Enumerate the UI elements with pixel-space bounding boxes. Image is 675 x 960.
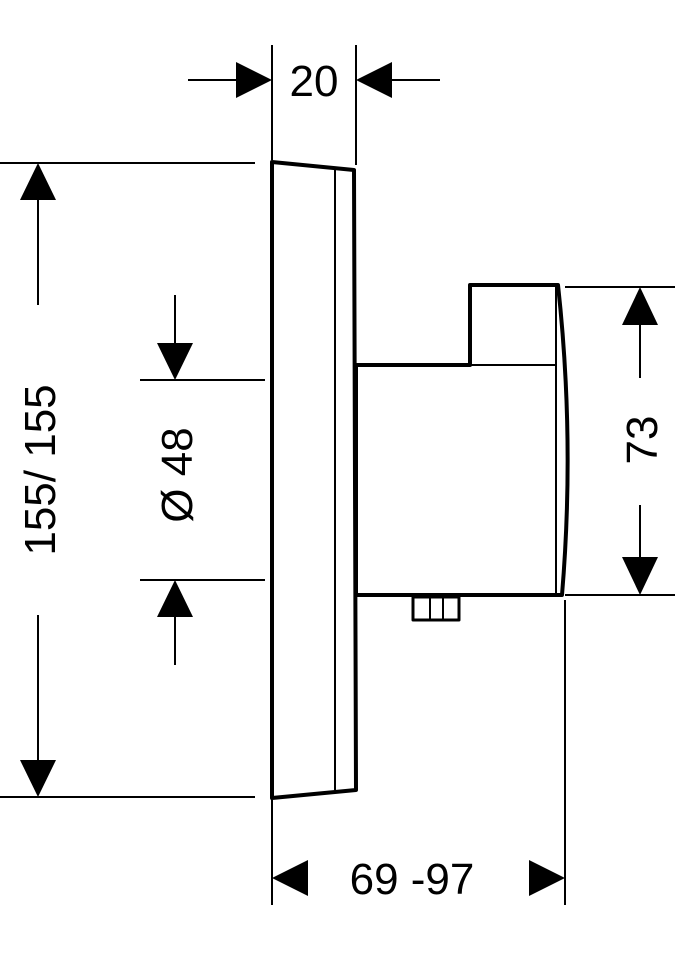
height-label: 155/ 155: [16, 384, 65, 555]
arrow-down-icon: [622, 557, 658, 595]
arrow-up-icon: [622, 287, 658, 325]
arrow-down-icon: [157, 343, 193, 380]
dimension-depth: 20: [188, 45, 440, 165]
depth-label: 20: [290, 57, 339, 106]
dimension-projection: 69 -97: [271, 600, 566, 905]
dimension-handle-height: 73: [565, 286, 675, 596]
dimension-height: 155/ 155: [0, 162, 255, 798]
diameter-label: Ø 48: [153, 427, 202, 522]
dimension-diameter: Ø 48: [140, 295, 265, 665]
thermostat-body: [354, 283, 570, 622]
handle-height-label: 73: [618, 416, 667, 465]
arrow-right-icon: [236, 62, 272, 98]
arrow-up-icon: [157, 580, 193, 617]
arrow-right-icon: [529, 860, 565, 896]
projection-label: 69 -97: [350, 855, 475, 904]
arrow-left-icon: [272, 860, 308, 896]
arrow-left-icon: [356, 62, 392, 98]
arrow-up-icon: [20, 163, 56, 200]
faceplate: [270, 160, 358, 800]
arrow-down-icon: [20, 760, 56, 797]
